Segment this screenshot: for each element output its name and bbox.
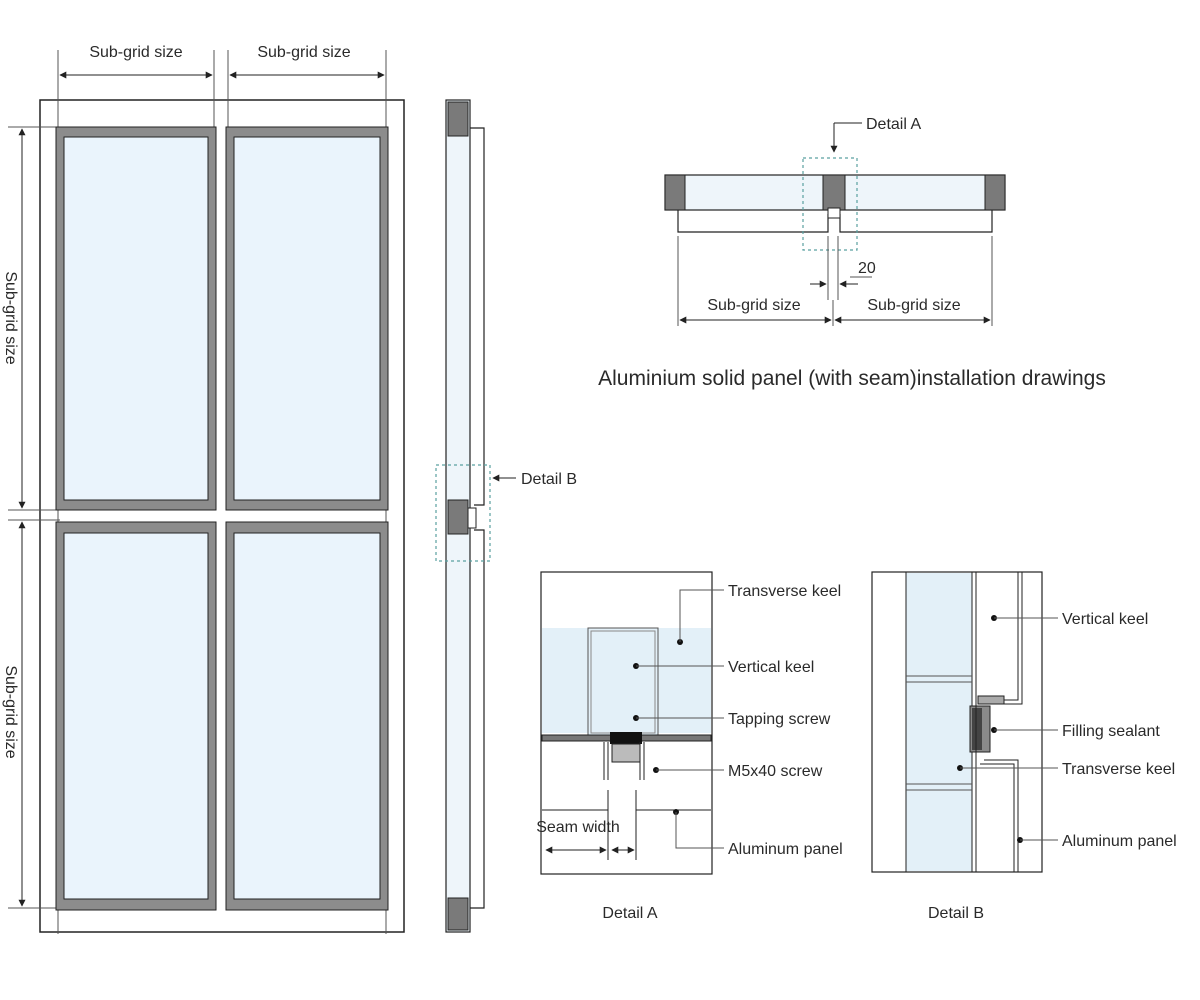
detail-a-label-aluminum-panel: Aluminum panel — [728, 841, 843, 858]
sub-grid-size-left-lower: Sub-grid size — [2, 665, 19, 758]
detail-b-label-transverse-keel: Transverse keel — [1062, 761, 1175, 778]
detail-a-label-vertical-keel: Vertical keel — [728, 659, 814, 676]
panel-bottom-right — [225, 521, 389, 911]
panel-top-left — [55, 126, 217, 511]
detail-b-label-filling-sealant: Filling sealant — [1062, 723, 1160, 740]
detail-a-region — [802, 157, 858, 251]
detail-a: Seam width Transverse keel Vertical keel… — [536, 571, 843, 922]
detail-a-callout: Detail A — [866, 116, 921, 133]
plan-sub-grid-left: Sub-grid size — [707, 297, 800, 314]
seam-dimension-20: 20 — [858, 260, 876, 277]
panel-bottom-left — [55, 521, 217, 911]
plan-sub-grid-right: Sub-grid size — [867, 297, 960, 314]
sub-grid-size-top-left: Sub-grid size — [89, 44, 182, 61]
plan-view: Detail A 20 Sub-grid size Sub-grid size … — [598, 116, 1106, 390]
detail-a-caption: Detail A — [602, 905, 657, 922]
detail-a-label-m5x40-screw: M5x40 screw — [728, 763, 823, 780]
sub-grid-size-top-right: Sub-grid size — [257, 44, 350, 61]
front-elevation: Sub-grid size Sub-grid size Sub-grid siz… — [2, 44, 405, 934]
sub-grid-size-left-upper: Sub-grid size — [2, 271, 19, 364]
detail-b: Vertical keel Filling sealant Transverse… — [871, 571, 1177, 922]
detail-b-label-vertical-keel: Vertical keel — [1062, 611, 1148, 628]
panel-top-right — [225, 126, 389, 511]
detail-a-label-tapping-screw: Tapping screw — [728, 711, 831, 728]
detail-b-region — [435, 464, 491, 562]
side-section: Detail B — [435, 99, 577, 933]
detail-a-label-transverse-keel: Transverse keel — [728, 583, 841, 600]
detail-b-label-aluminum-panel: Aluminum panel — [1062, 833, 1177, 850]
seam-width-label: Seam width — [536, 819, 620, 836]
detail-b-caption: Detail B — [928, 905, 984, 922]
detail-b-callout: Detail B — [521, 471, 577, 488]
drawing-title: Aluminium solid panel (with seam)install… — [598, 367, 1106, 390]
